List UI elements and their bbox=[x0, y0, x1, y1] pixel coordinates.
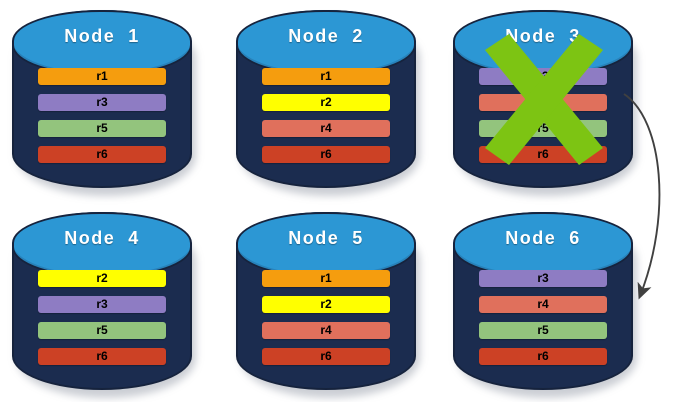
record-bar-r2[interactable]: r2 bbox=[38, 270, 166, 287]
record-bar-r1[interactable]: r1 bbox=[262, 270, 390, 287]
node-cylinder-6[interactable]: Node 6 r3 r4 r5 r6 bbox=[453, 212, 637, 398]
node-cylinder-2[interactable]: Node 2 r1 r2 r4 r6 bbox=[236, 10, 420, 196]
cylinder-top-ellipse bbox=[236, 10, 416, 76]
record-bar-r6[interactable]: r6 bbox=[262, 146, 390, 163]
record-bar-r6[interactable]: r6 bbox=[38, 146, 166, 163]
record-bar-r5[interactable]: r5 bbox=[479, 322, 607, 339]
record-bar-r6[interactable]: r6 bbox=[479, 146, 607, 163]
record-bar-list: r1 r3 r5 r6 bbox=[38, 68, 166, 163]
node-label: Node 4 bbox=[64, 228, 140, 248]
record-bar-r2[interactable]: r2 bbox=[262, 296, 390, 313]
node-cylinder-1[interactable]: Node 1 r1 r3 r5 r6 bbox=[12, 10, 196, 196]
node-label: Node 1 bbox=[64, 26, 140, 46]
record-bar-r3[interactable]: r3 bbox=[479, 68, 607, 85]
record-bar-r4[interactable]: r4 bbox=[262, 120, 390, 137]
record-bar-r6[interactable]: r6 bbox=[262, 348, 390, 365]
record-bar-r4[interactable]: r4 bbox=[479, 94, 607, 111]
record-bar-list: r2 r3 r5 r6 bbox=[38, 270, 166, 365]
record-bar-r2[interactable]: r2 bbox=[262, 94, 390, 111]
cylinder-top-ellipse bbox=[12, 212, 192, 278]
record-bar-r4[interactable]: r4 bbox=[479, 296, 607, 313]
record-bar-r6[interactable]: r6 bbox=[38, 348, 166, 365]
cylinder-top-ellipse bbox=[236, 212, 416, 278]
record-bar-r5[interactable]: r5 bbox=[38, 322, 166, 339]
record-bar-list: r3 r4 r5 r6 bbox=[479, 68, 607, 163]
record-bar-r3[interactable]: r3 bbox=[479, 270, 607, 287]
record-bar-r1[interactable]: r1 bbox=[262, 68, 390, 85]
record-bar-r6[interactable]: r6 bbox=[479, 348, 607, 365]
node-cylinder-5[interactable]: Node 5 r1 r2 r4 r6 bbox=[236, 212, 420, 398]
record-bar-list: r1 r2 r4 r6 bbox=[262, 270, 390, 365]
node-label: Node 3 bbox=[505, 26, 581, 46]
record-bar-r5[interactable]: r5 bbox=[38, 120, 166, 137]
node-label: Node 6 bbox=[505, 228, 581, 248]
cylinder-top-ellipse bbox=[453, 212, 633, 278]
record-bar-r5[interactable]: r5 bbox=[479, 120, 607, 137]
record-bar-list: r1 r2 r4 r6 bbox=[262, 68, 390, 163]
record-bar-r1[interactable]: r1 bbox=[38, 68, 166, 85]
node-cylinder-3[interactable]: Node 3 r3 r4 r5 r6 bbox=[453, 10, 637, 196]
node-label: Node 5 bbox=[288, 228, 364, 248]
node-label: Node 2 bbox=[288, 26, 364, 46]
cylinder-top-ellipse bbox=[12, 10, 192, 76]
record-bar-r4[interactable]: r4 bbox=[262, 322, 390, 339]
record-bar-r3[interactable]: r3 bbox=[38, 296, 166, 313]
record-bar-r3[interactable]: r3 bbox=[38, 94, 166, 111]
node-cylinder-4[interactable]: Node 4 r2 r3 r5 r6 bbox=[12, 212, 196, 398]
record-bar-list: r3 r4 r5 r6 bbox=[479, 270, 607, 365]
